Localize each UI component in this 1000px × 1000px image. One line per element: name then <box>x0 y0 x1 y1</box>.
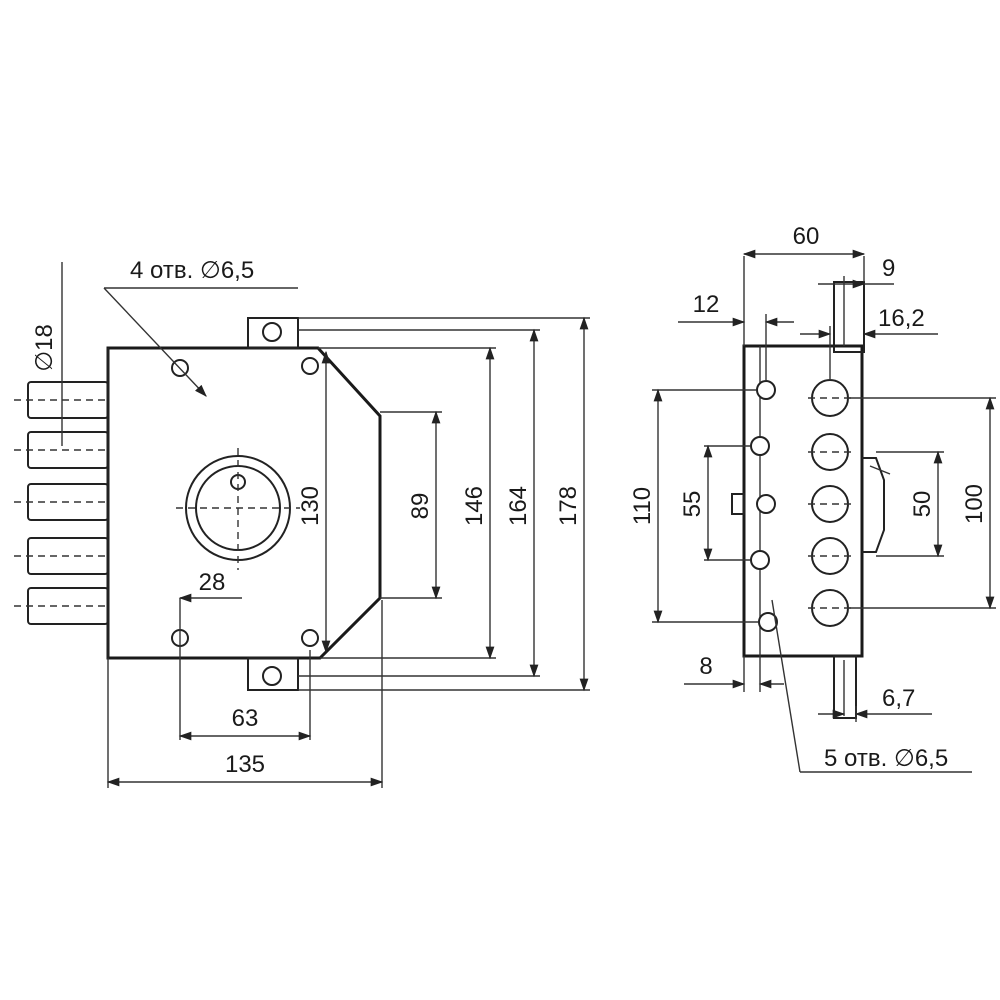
side-holes-note: 5 отв. ∅6,5 <box>824 745 948 772</box>
dim-50: 50 <box>909 491 936 518</box>
dim-60: 60 <box>793 223 820 250</box>
bottom-mounting-lug <box>247 657 299 691</box>
side-hole-4 <box>750 550 770 570</box>
dim-8: 8 <box>699 653 712 680</box>
top-mounting-lug <box>247 317 299 349</box>
side-view: 60 9 12 16,2 110 55 50 10 <box>629 223 996 773</box>
side-hole-3 <box>756 494 776 514</box>
side-latch <box>731 493 745 515</box>
mounting-hole-top-right <box>301 357 319 375</box>
mounting-hole-bottom-right <box>301 629 319 647</box>
lock-body-outline <box>106 346 382 660</box>
side-bolt-2 <box>811 433 849 471</box>
dim-6-7: 6,7 <box>882 685 915 712</box>
dim-130: 130 <box>297 486 324 526</box>
dim-9: 9 <box>882 255 895 282</box>
side-bolt-5 <box>811 589 849 627</box>
bolt-diameter-label: ∅18 <box>31 324 58 372</box>
dim-28: 28 <box>199 569 226 596</box>
dim-63: 63 <box>232 705 259 732</box>
side-bolt-3 <box>811 485 849 523</box>
dim-12: 12 <box>693 291 720 318</box>
dim-146: 146 <box>461 486 488 526</box>
dim-135: 135 <box>225 751 265 778</box>
dim-16-2: 16,2 <box>878 305 925 332</box>
side-bolt-4 <box>811 537 849 575</box>
dim-55: 55 <box>679 491 706 518</box>
side-edge-strip <box>833 281 865 353</box>
side-hole-5 <box>758 612 778 632</box>
side-hole-1 <box>756 380 776 400</box>
dim-110: 110 <box>629 487 656 525</box>
side-hole-2 <box>750 436 770 456</box>
dim-100: 100 <box>961 484 988 524</box>
side-bottom-strip <box>833 655 857 719</box>
front-view: 4 отв. ∅6,5 ∅18 28 63 135 130 89 146 <box>14 257 590 788</box>
dim-164: 164 <box>505 486 532 526</box>
side-tongue <box>862 457 885 553</box>
front-holes-note: 4 отв. ∅6,5 <box>130 257 254 284</box>
dim-89: 89 <box>407 493 434 520</box>
side-bolt-1 <box>811 379 849 417</box>
dim-178: 178 <box>555 486 582 526</box>
